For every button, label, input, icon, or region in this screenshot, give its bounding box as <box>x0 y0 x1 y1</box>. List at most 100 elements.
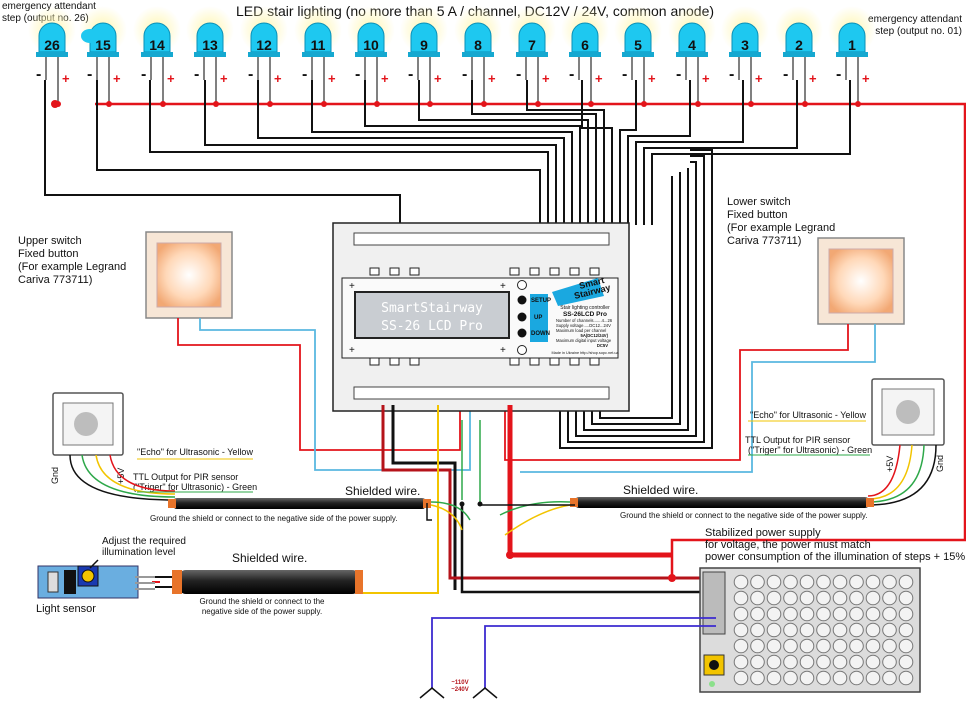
led-base <box>569 52 601 57</box>
psu-adjust-icon[interactable] <box>709 660 719 670</box>
ground-note-right: Ground the shield or connect to the nega… <box>620 511 868 520</box>
psu-vent-hole <box>733 574 749 590</box>
plus-sign: + <box>434 71 442 86</box>
psu-vent-hole <box>766 622 782 638</box>
psu-vent-hole <box>733 622 749 638</box>
upper-switch[interactable] <box>145 231 233 319</box>
plus-sign: + <box>488 71 496 86</box>
psu-vent-hole <box>849 590 864 606</box>
info-row-4: 5A(DC12/24V) <box>581 333 609 338</box>
psu-vent-hole <box>832 574 848 590</box>
psu-vent-hole <box>766 638 782 654</box>
led-9: 9-+ <box>400 6 448 107</box>
sensor-left-ttl1: TTL Output for PIR sensor <box>133 472 238 482</box>
sensor-right-lens <box>896 400 920 424</box>
info-row-5: Maximum digital input voltage <box>556 338 612 343</box>
minus-sign: - <box>516 66 521 83</box>
psu-vent-hole <box>898 654 914 670</box>
terminal-screw <box>569 357 580 366</box>
lower-switch[interactable] <box>817 237 905 325</box>
led-11: 11-+ <box>294 6 342 107</box>
plus-sign: + <box>62 71 70 86</box>
led-bulb-icon <box>731 22 759 53</box>
led-15: 15-+ <box>79 6 127 107</box>
terminal-screw <box>569 267 580 276</box>
setup-button[interactable] <box>517 295 527 305</box>
cable-end-cap <box>866 498 874 507</box>
psu-label-3: power consumption of the illumination of… <box>705 551 965 563</box>
minus-sign: - <box>355 66 360 83</box>
psu-vent-hole <box>799 590 815 606</box>
plus-sign: + <box>274 71 282 86</box>
plus-sign: + <box>113 71 121 86</box>
led-bulb-icon <box>518 22 546 53</box>
terminal-screw <box>589 267 600 276</box>
psu-vent-hole <box>733 638 749 654</box>
light-sensor-label: Light sensor <box>36 603 96 615</box>
up-button[interactable] <box>517 312 527 322</box>
brand-logo-shape <box>552 278 604 306</box>
psu-vent-hole <box>783 590 798 606</box>
button-label-strip <box>530 294 548 342</box>
minus-sign: - <box>36 66 41 83</box>
psu-vent-hole <box>766 670 782 686</box>
potentiometer-knob-icon[interactable] <box>81 569 95 583</box>
led-bulb-icon <box>838 22 866 53</box>
shielded-cable-left <box>172 498 427 509</box>
controller-top-slot <box>353 232 610 246</box>
emergency-right-line1: emergency attendant <box>868 14 962 25</box>
minus-sign: - <box>462 66 467 83</box>
psu-vent-hole <box>750 670 765 686</box>
light-sensor[interactable] <box>37 565 155 599</box>
led-base <box>87 52 119 57</box>
psu-label-2: for voltage, the power must match <box>705 539 871 551</box>
info-row-3: Maximum load per channel <box>556 328 606 333</box>
plus-sign: + <box>862 71 870 86</box>
psu-vent-hole <box>832 590 848 606</box>
controller-terminals <box>369 267 600 366</box>
led-4: 4-+ <box>668 6 716 107</box>
info-row-1: Number of channels.......4...26 <box>556 318 613 323</box>
psu-vent-hole <box>849 574 864 590</box>
psu-vent-hole <box>783 622 798 638</box>
psu-vent-hole <box>733 590 749 606</box>
lower-switch-button[interactable] <box>828 248 894 314</box>
minus-sign: - <box>87 66 92 83</box>
junction-dot <box>459 501 465 507</box>
psu-vent-hole <box>816 638 831 654</box>
psu-vent-hole <box>816 622 831 638</box>
made-in: Made in Ukraine http://shop.sopc.net.ua <box>551 351 619 355</box>
terminal-screw <box>409 267 420 276</box>
led-5: 5-+ <box>614 6 662 107</box>
led-2: 2-+ <box>775 6 823 107</box>
plus-sign: + <box>809 71 817 86</box>
psu-vent-hole <box>733 670 749 686</box>
psu-vent-hole <box>865 654 881 670</box>
terminal-screw <box>389 357 400 366</box>
led-3: 3-+ <box>721 6 769 107</box>
lower-switch-label-3: (For example Legrand <box>727 222 835 234</box>
lower-switch-label-1: Lower switch <box>727 196 791 208</box>
minus-sign: - <box>622 66 627 83</box>
shielded-cable-light <box>178 570 360 594</box>
led-bulb-icon <box>785 22 813 53</box>
ground-note-light-2: negative side of the power supply. <box>202 607 322 616</box>
psu-led-icon <box>709 681 715 687</box>
upper-switch-label-4: Cariva 773711) <box>18 274 92 286</box>
psu-vent-hole <box>750 622 765 638</box>
lcd-line-1: SmartStairway <box>381 301 483 316</box>
adjust-label-2: illumination level <box>102 547 175 558</box>
down-button[interactable] <box>517 328 527 338</box>
upper-switch-button[interactable] <box>156 242 222 308</box>
info-model: SS-26LCD Pro <box>563 311 607 318</box>
info-row-2: Supply voltage.....DC12...24V <box>556 323 611 328</box>
led-bulb-icon <box>678 22 706 53</box>
psu-vent-hole <box>898 606 914 622</box>
psu-terminal-block <box>702 571 726 635</box>
led-26: 26-+ <box>28 6 76 107</box>
psu-vent-hole <box>865 606 881 622</box>
lower-switch-label-2: Fixed button <box>727 209 788 221</box>
psu-vent-hole <box>816 670 831 686</box>
psu-vent-hole <box>816 606 831 622</box>
